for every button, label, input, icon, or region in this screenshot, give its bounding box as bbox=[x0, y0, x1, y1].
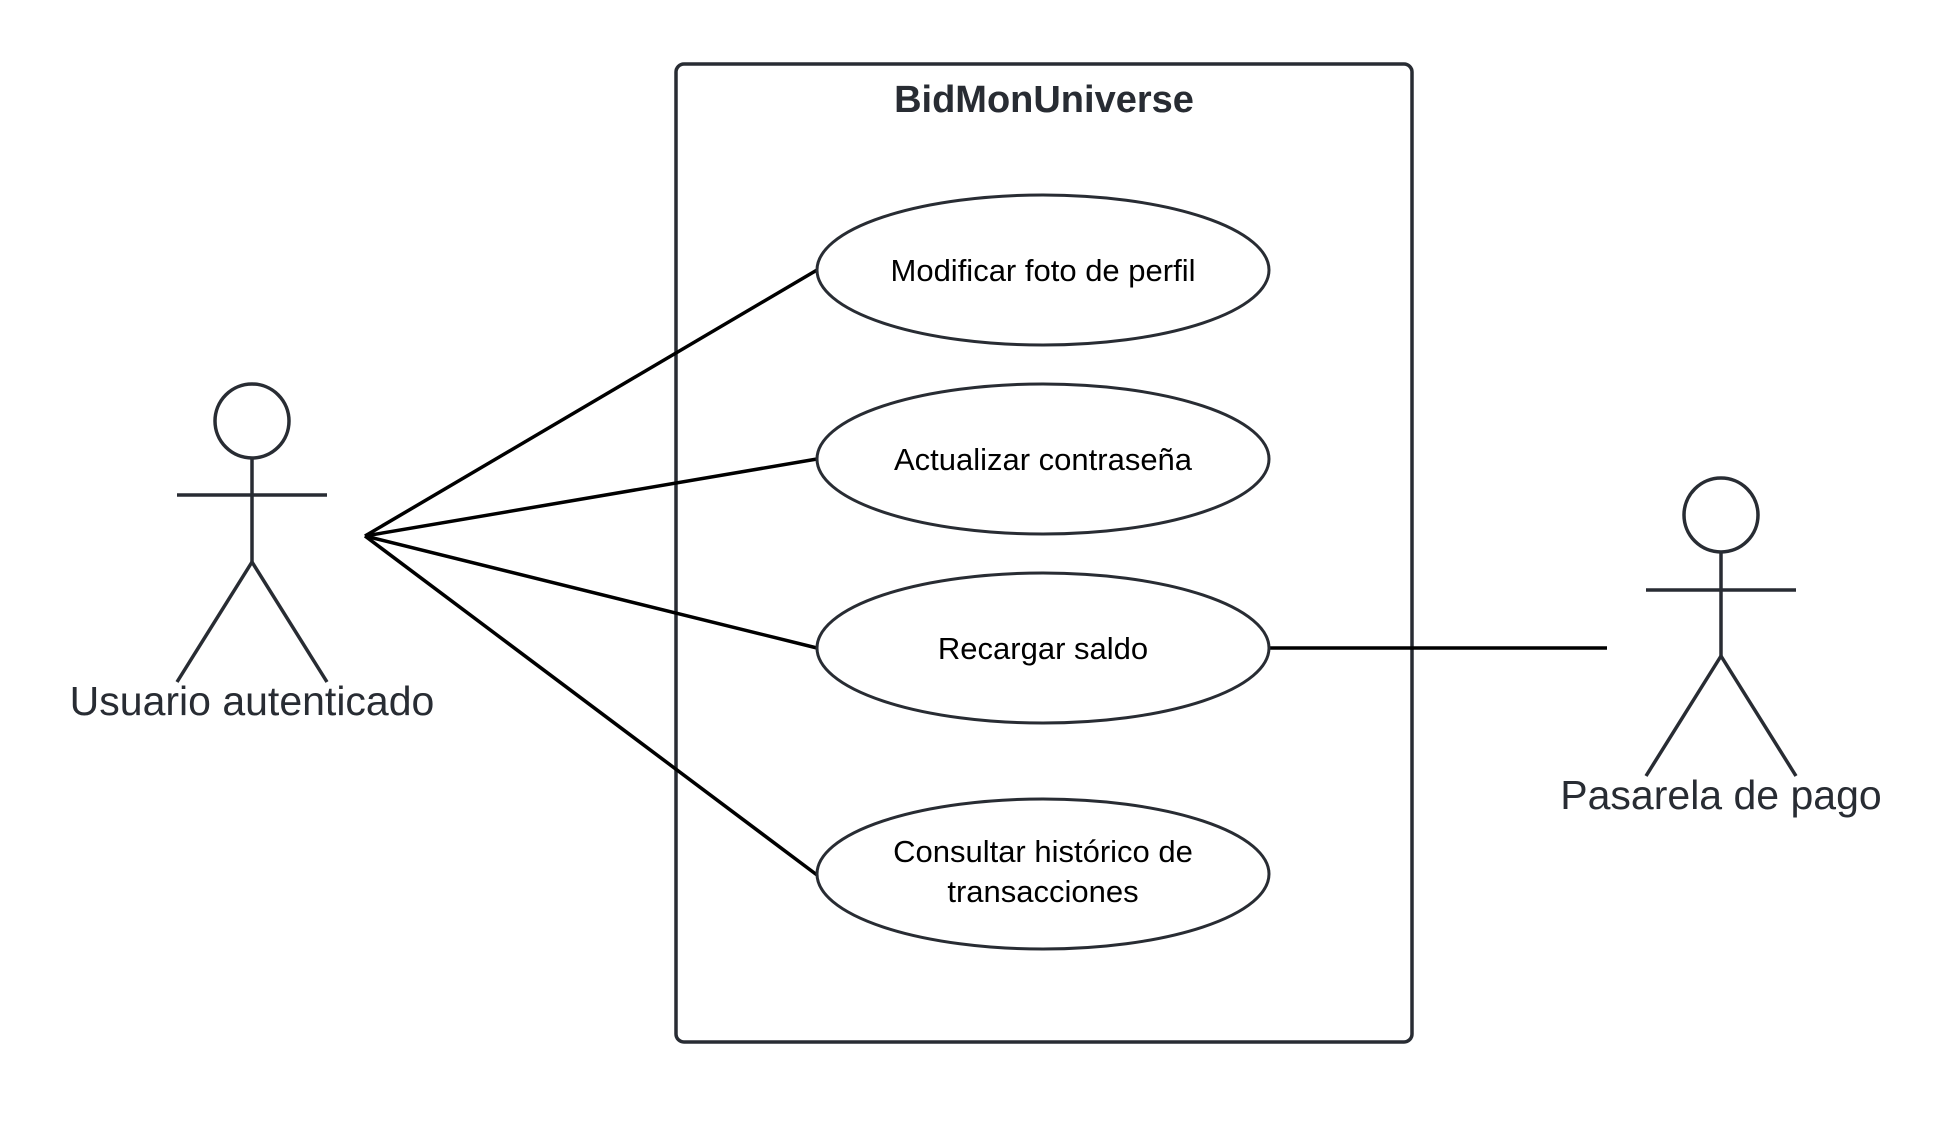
actor-pasarela-de-pago: Pasarela de pago bbox=[1560, 476, 1882, 818]
use-case-label-line-1: Consultar histórico de bbox=[893, 834, 1193, 869]
association-line-actor1-uc3 bbox=[364, 534, 818, 650]
use-case-modificar-foto: Modificar foto de perfil bbox=[815, 193, 1271, 347]
use-case-ellipse bbox=[815, 193, 1271, 347]
stick-figure-icon bbox=[1644, 476, 1798, 777]
association-line-actor1-uc4 bbox=[363, 534, 819, 877]
system-boundary bbox=[674, 62, 1414, 1044]
use-case-actualizar-contrasena: Actualizar contraseña bbox=[815, 382, 1271, 536]
association-line-actor1-uc1 bbox=[364, 268, 818, 538]
stick-figure-icon bbox=[175, 382, 329, 683]
use-case-recargar-saldo: Recargar saldo bbox=[815, 571, 1271, 725]
use-case-ellipse bbox=[815, 797, 1271, 951]
association-line-actor1-uc2 bbox=[364, 457, 818, 538]
use-case-ellipse bbox=[815, 382, 1271, 536]
system-title: BidMonUniverse bbox=[894, 79, 1194, 121]
actor-label: Pasarela de pago bbox=[1560, 772, 1881, 818]
use-case-label-line-2: transacciones bbox=[947, 874, 1138, 909]
use-case-ellipse bbox=[815, 571, 1271, 725]
use-case-label: Recargar saldo bbox=[938, 631, 1148, 666]
actor-label: Usuario autenticado bbox=[70, 678, 435, 724]
use-case-consultar-historico: Consultar histórico de transacciones bbox=[815, 797, 1271, 951]
actor-usuario-autenticado: Usuario autenticado bbox=[70, 382, 435, 724]
use-case-label: Modificar foto de perfil bbox=[891, 253, 1196, 288]
use-case-label: Actualizar contraseña bbox=[894, 442, 1193, 477]
